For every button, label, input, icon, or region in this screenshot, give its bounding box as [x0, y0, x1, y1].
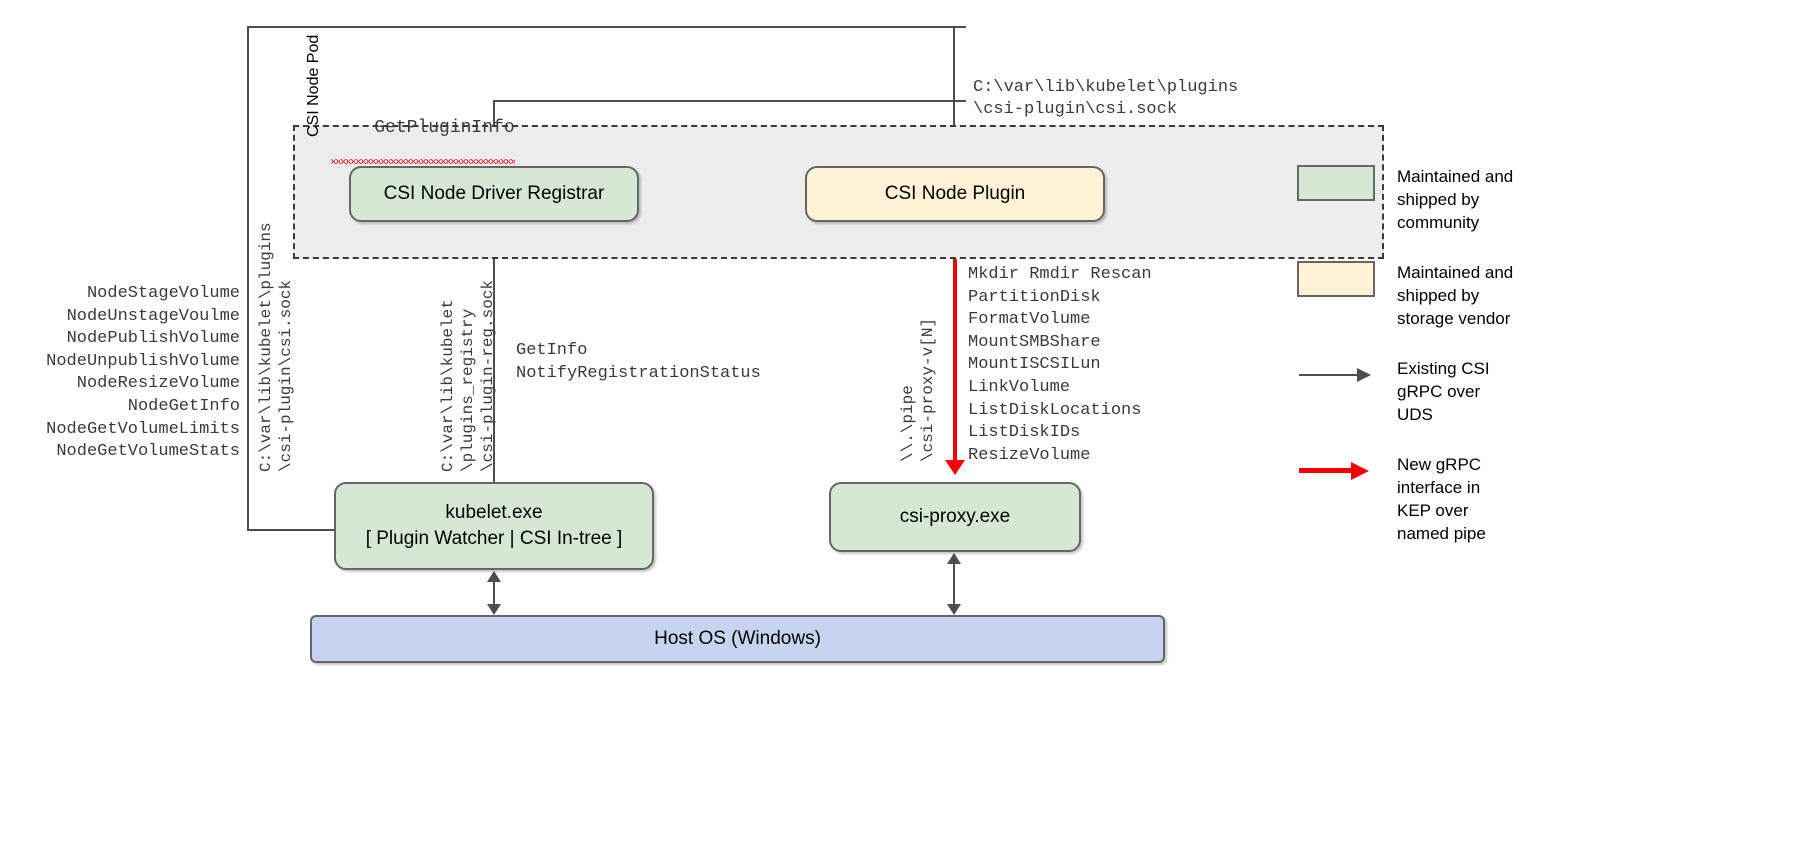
- connector-to-node-plugin-vertical: [953, 26, 955, 156]
- label-kubelet-csi-socket-vertical: C:\var\lib\kubelet\plugins \csi-plugin\c…: [257, 222, 295, 472]
- legend-label-existing-csi-grpc: Existing CSI gRPC over UDS: [1397, 359, 1490, 424]
- legend-arrow-red-icon: [1297, 453, 1375, 489]
- arrowhead-kubelet-down: [487, 604, 501, 615]
- connector-kubelet-to-registrar-vertical: [493, 234, 495, 482]
- label-csi-plugin-socket-path: C:\var\lib\kubelet\plugins \csi-plugin\c…: [973, 78, 1239, 119]
- csi-node-pod-label-text: CSI Node Pod: [305, 34, 322, 137]
- box-csi-proxy-exe-label: csi-proxy.exe: [899, 506, 1011, 527]
- label-get-plugin-info-text: GetPluginInfo: [374, 118, 515, 138]
- label-node-service-rpc-list: NodeStageVolume NodeUnstageVoulme NodePu…: [46, 284, 240, 462]
- connector-csiproxy-hostos-vertical: [953, 564, 955, 608]
- arrowhead-into-csi-proxy-red: [945, 460, 965, 475]
- label-named-pipe-line1: \\.\pipe: [899, 385, 917, 462]
- csi-node-pod-label: CSI Node Pod: [301, 25, 323, 137]
- legend-swatch-yellow: [1297, 261, 1375, 297]
- connector-node-plugin-to-csi-proxy-red: [953, 222, 957, 462]
- box-csi-node-plugin[interactable]: CSI Node Plugin: [805, 166, 1105, 222]
- legend-item-storage-vendor: Maintained and shipped by storage vendor: [1297, 261, 1513, 330]
- arrowhead-csiproxy-down: [947, 604, 961, 615]
- spellcheck-squiggle-underline: [331, 159, 515, 164]
- legend-item-existing-csi-grpc: Existing CSI gRPC over UDS: [1297, 357, 1490, 426]
- label-registrar-rpc-list: GetInfo NotifyRegistrationStatus: [516, 341, 761, 383]
- arrowhead-kubelet-up: [487, 571, 501, 582]
- box-kubelet-exe[interactable]: kubelet.exe [ Plugin Watcher | CSI In-tr…: [334, 482, 654, 570]
- connector-kubelet-left-horizontal: [247, 529, 337, 531]
- label-registry-socket-line1: C:\var\lib\kubelet: [439, 299, 457, 472]
- box-csi-proxy-exe[interactable]: csi-proxy.exe: [829, 482, 1081, 552]
- connector-kubelet-to-plugin-vertical: [247, 26, 249, 530]
- label-get-plugin-info: GetPluginInfo: [331, 98, 515, 204]
- box-kubelet-exe-sublabel: [ Plugin Watcher | CSI In-tree ]: [365, 528, 623, 549]
- legend-item-new-grpc: New gRPC interface in KEP over named pip…: [1297, 453, 1486, 545]
- legend-label-community: Maintained and shipped by community: [1397, 167, 1514, 232]
- legend-label-new-grpc: New gRPC interface in KEP over named pip…: [1397, 455, 1486, 543]
- legend-swatch-green: [1297, 165, 1375, 201]
- label-csi-proxy-operations-list: Mkdir Rmdir Rescan PartitionDisk FormatV…: [968, 265, 1152, 465]
- legend-item-community: Maintained and shipped by community: [1297, 165, 1513, 234]
- box-csi-node-driver-registrar[interactable]: CSI Node Driver Registrar: [349, 166, 639, 222]
- box-host-os-label: Host OS (Windows): [654, 628, 821, 649]
- box-csi-node-plugin-label: CSI Node Plugin: [884, 183, 1026, 204]
- legend-arrow-grey-icon: [1297, 357, 1375, 393]
- arrowhead-csiproxy-up: [947, 553, 961, 564]
- legend-label-storage-vendor: Maintained and shipped by storage vendor: [1397, 263, 1514, 328]
- connector-registrar-top-horizontal: [493, 100, 966, 102]
- label-named-pipe-line2: \csi-proxy-v[N]: [919, 317, 937, 462]
- label-registry-socket-line2: \plugins_registry: [459, 308, 477, 472]
- connector-top-horizontal: [247, 26, 966, 28]
- box-kubelet-exe-label: kubelet.exe: [445, 502, 543, 523]
- box-host-os[interactable]: Host OS (Windows): [310, 615, 1165, 663]
- label-registry-socket-line3: \csi-plugin-reg.sock: [479, 279, 497, 472]
- connector-kubelet-hostos-vertical: [493, 582, 495, 608]
- box-csi-node-driver-registrar-label: CSI Node Driver Registrar: [383, 183, 605, 204]
